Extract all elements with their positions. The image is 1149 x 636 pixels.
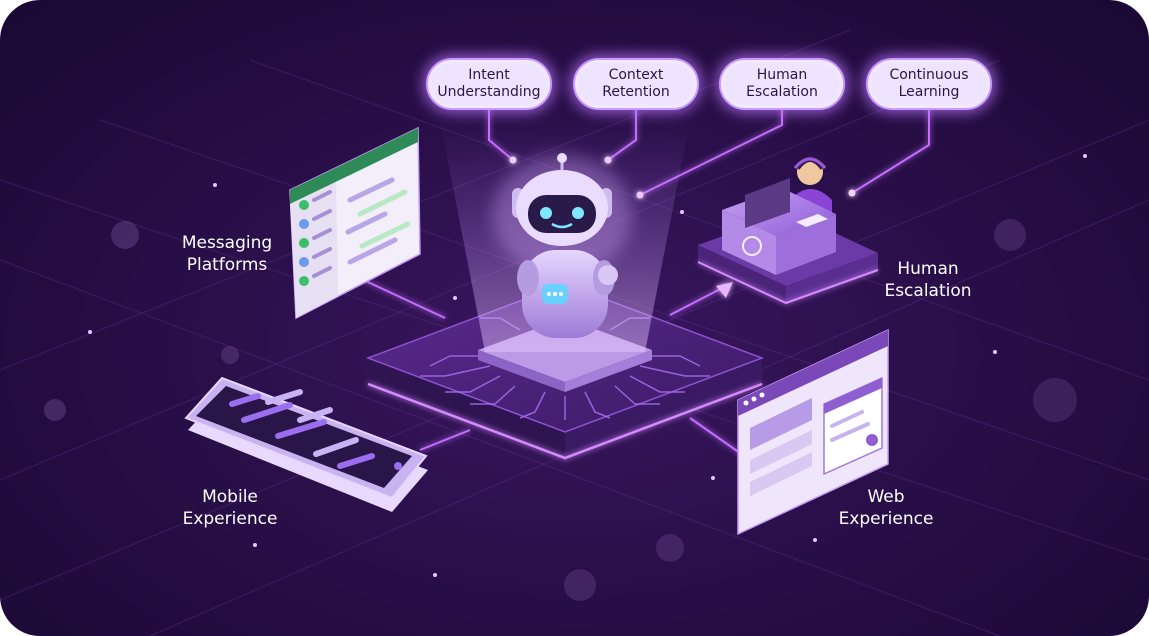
label-line1: Human (897, 259, 959, 279)
browser-window-icon (737, 328, 889, 536)
pill-line1: Context (608, 67, 664, 83)
label-web-experience: Web Experience (830, 486, 942, 530)
pill-line2: Escalation (746, 84, 818, 100)
pill-line1: Continuous (889, 67, 969, 83)
pill-line2: Learning (898, 84, 960, 100)
label-line1: Mobile (202, 487, 258, 507)
pill-continuous-learning: Continuous Learning (866, 58, 992, 110)
label-mobile-experience: Mobile Experience (174, 486, 286, 530)
label-line2: Experience (838, 509, 934, 529)
bokeh-particles (44, 154, 1087, 601)
channel-connectors (354, 275, 751, 461)
label-line1: Web (867, 487, 905, 507)
pill-line1: Human (756, 67, 808, 83)
label-human-escalation: Human Escalation (878, 258, 978, 302)
smartphone-icon (184, 376, 428, 512)
label-line2: Escalation (884, 281, 972, 301)
label-line2: Experience (182, 509, 278, 529)
label-line1: Messaging (181, 233, 273, 253)
pill-line1: Intent (468, 67, 510, 83)
headset-agent-icon (697, 156, 879, 305)
escalation-arrow-icon (716, 282, 733, 298)
label-messaging-platforms: Messaging Platforms (166, 232, 288, 276)
central-platform (365, 283, 765, 460)
connector-dot (848, 189, 856, 197)
pill-line2: Understanding (437, 84, 541, 100)
pill-human-escalation: Human Escalation (719, 58, 845, 110)
pill-intent-understanding: Intent Understanding (426, 58, 552, 110)
label-line2: Platforms (186, 255, 268, 275)
pill-line2: Retention (602, 84, 670, 100)
pill-context-retention: Context Retention (573, 58, 699, 110)
messaging-app-icon (289, 126, 421, 320)
robot-icon (492, 153, 632, 338)
